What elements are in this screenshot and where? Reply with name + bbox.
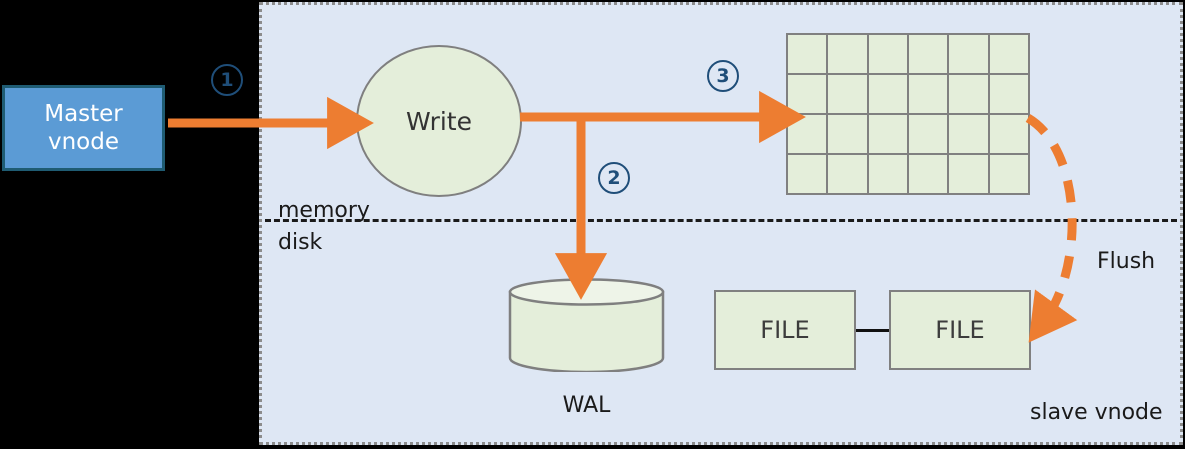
wal-cylinder-shape: [508, 278, 665, 374]
memory-grid-cell: [949, 115, 988, 153]
memory-grid-cell: [788, 155, 827, 193]
memory-grid-cell: [828, 155, 867, 193]
memory-grid-cell: [868, 35, 907, 73]
memory-grid-cell: [828, 115, 867, 153]
memory-grid-cell: [908, 155, 948, 193]
master-vnode-line1: Master: [44, 100, 123, 127]
memory-grid-cell: [949, 75, 988, 113]
file-box[interactable]: FILE: [889, 290, 1031, 370]
file-box-label: FILE: [935, 316, 985, 344]
step-badge-2: 2: [598, 162, 630, 194]
memory-grid: [786, 33, 1030, 195]
master-vnode-line2: vnode: [47, 129, 119, 155]
file-box[interactable]: FILE: [714, 290, 856, 370]
slave-vnode-label: slave vnode: [1030, 400, 1163, 425]
memory-grid-cell: [868, 155, 907, 193]
wal-label: WAL: [562, 393, 611, 418]
memory-grid-cell: [989, 115, 1028, 153]
memory-grid-cell: [989, 35, 1028, 73]
wal-cylinder: [508, 278, 665, 374]
memory-label: memory: [278, 198, 370, 223]
memory-grid-cell: [788, 115, 827, 153]
memory-grid-cell: [989, 75, 1028, 113]
memory-grid-cell: [868, 115, 907, 153]
memory-grid-cell: [788, 75, 827, 113]
memory-grid-cell: [908, 35, 948, 73]
memory-grid-cell: [788, 35, 827, 73]
memory-disk-divider: [265, 219, 1177, 222]
step-badge-3: 3: [707, 60, 739, 92]
flush-label: Flush: [1097, 249, 1156, 274]
master-vnode-box[interactable]: Master vnode: [2, 85, 165, 171]
step-badge-1: 1: [211, 64, 243, 96]
memory-grid-cell: [828, 35, 867, 73]
memory-grid-cell: [908, 75, 948, 113]
memory-grid-cell: [828, 75, 867, 113]
memory-grid-cell: [989, 155, 1028, 193]
memory-grid-cell: [949, 155, 988, 193]
memory-grid-cell: [868, 75, 907, 113]
file-box-label: FILE: [760, 316, 810, 344]
file-connector: [856, 329, 889, 332]
memory-grid-cell: [949, 35, 988, 73]
write-node[interactable]: Write: [356, 45, 522, 197]
disk-label: disk: [278, 230, 323, 255]
write-node-label: Write: [405, 106, 472, 136]
memory-grid-cell: [908, 115, 948, 153]
